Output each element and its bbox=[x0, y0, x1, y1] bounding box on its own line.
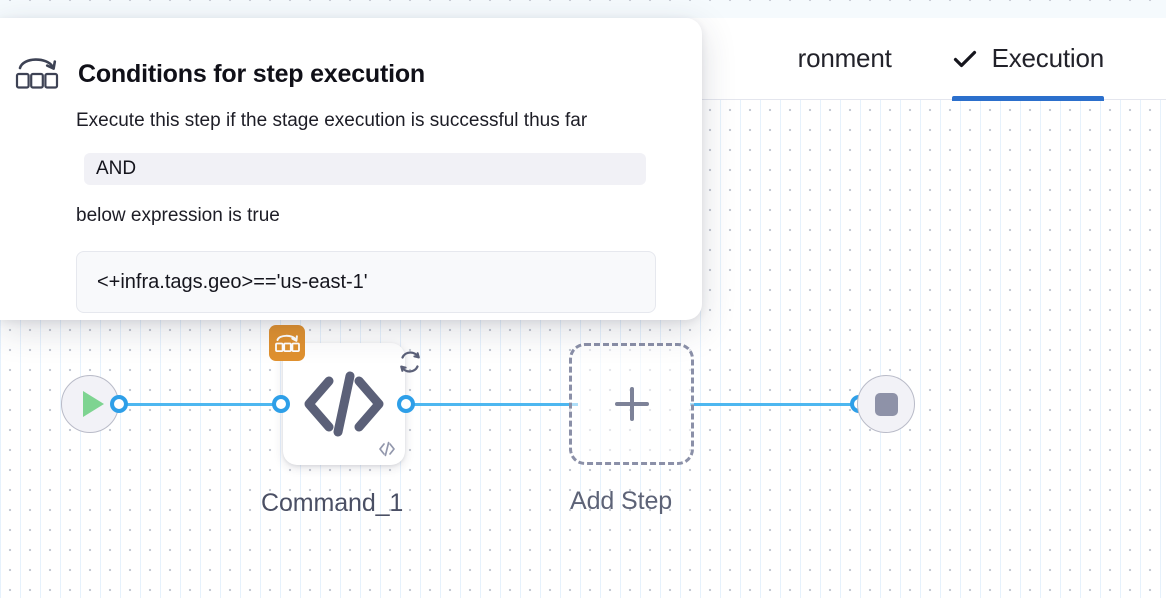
plus-icon bbox=[614, 387, 649, 421]
command-node-input-port[interactable] bbox=[272, 395, 290, 413]
loop-strategy-icon bbox=[393, 345, 427, 379]
condition-expression-value: <+infra.tags.geo>=='us-east-1' bbox=[97, 270, 368, 293]
conditional-execution-icon bbox=[269, 325, 305, 361]
condition-operator-value: AND bbox=[96, 158, 137, 179]
stop-icon bbox=[874, 392, 898, 416]
step-node-command[interactable] bbox=[269, 325, 420, 465]
conditional-execution-icon bbox=[14, 52, 60, 94]
start-node[interactable] bbox=[61, 375, 119, 433]
play-icon bbox=[82, 391, 104, 417]
code-icon bbox=[283, 349, 405, 459]
tab-environment[interactable]: ronment bbox=[798, 18, 892, 100]
condition-expression-input[interactable]: <+infra.tags.geo>=='us-east-1' bbox=[76, 251, 656, 313]
panel-sub-description: below expression is true bbox=[76, 205, 280, 226]
step-node-command-label: Command_1 bbox=[261, 489, 404, 517]
conditional-execution-panel: Conditions for step execution Execute th… bbox=[0, 18, 702, 320]
canvas-top-strip bbox=[0, 0, 1166, 18]
connector-command-to-addstep bbox=[398, 403, 578, 406]
check-icon bbox=[952, 46, 978, 72]
tab-execution[interactable]: Execution bbox=[951, 18, 1105, 101]
command-node-output-port[interactable] bbox=[397, 395, 415, 413]
end-node[interactable] bbox=[857, 375, 915, 433]
panel-description: Execute this step if the stage execution… bbox=[76, 110, 588, 131]
start-node-output-port[interactable] bbox=[110, 395, 128, 413]
add-step-node[interactable] bbox=[569, 343, 694, 465]
add-step-label: Add Step bbox=[570, 487, 673, 515]
connector-addstep-to-end bbox=[690, 403, 870, 406]
tab-execution-label: Execution bbox=[991, 43, 1105, 73]
connector-start-to-command bbox=[110, 403, 295, 406]
code-small-icon bbox=[377, 439, 397, 459]
condition-operator-select[interactable]: AND bbox=[84, 153, 646, 185]
tab-environment-label: ronment bbox=[797, 43, 892, 73]
panel-title: Conditions for step execution bbox=[78, 60, 425, 88]
